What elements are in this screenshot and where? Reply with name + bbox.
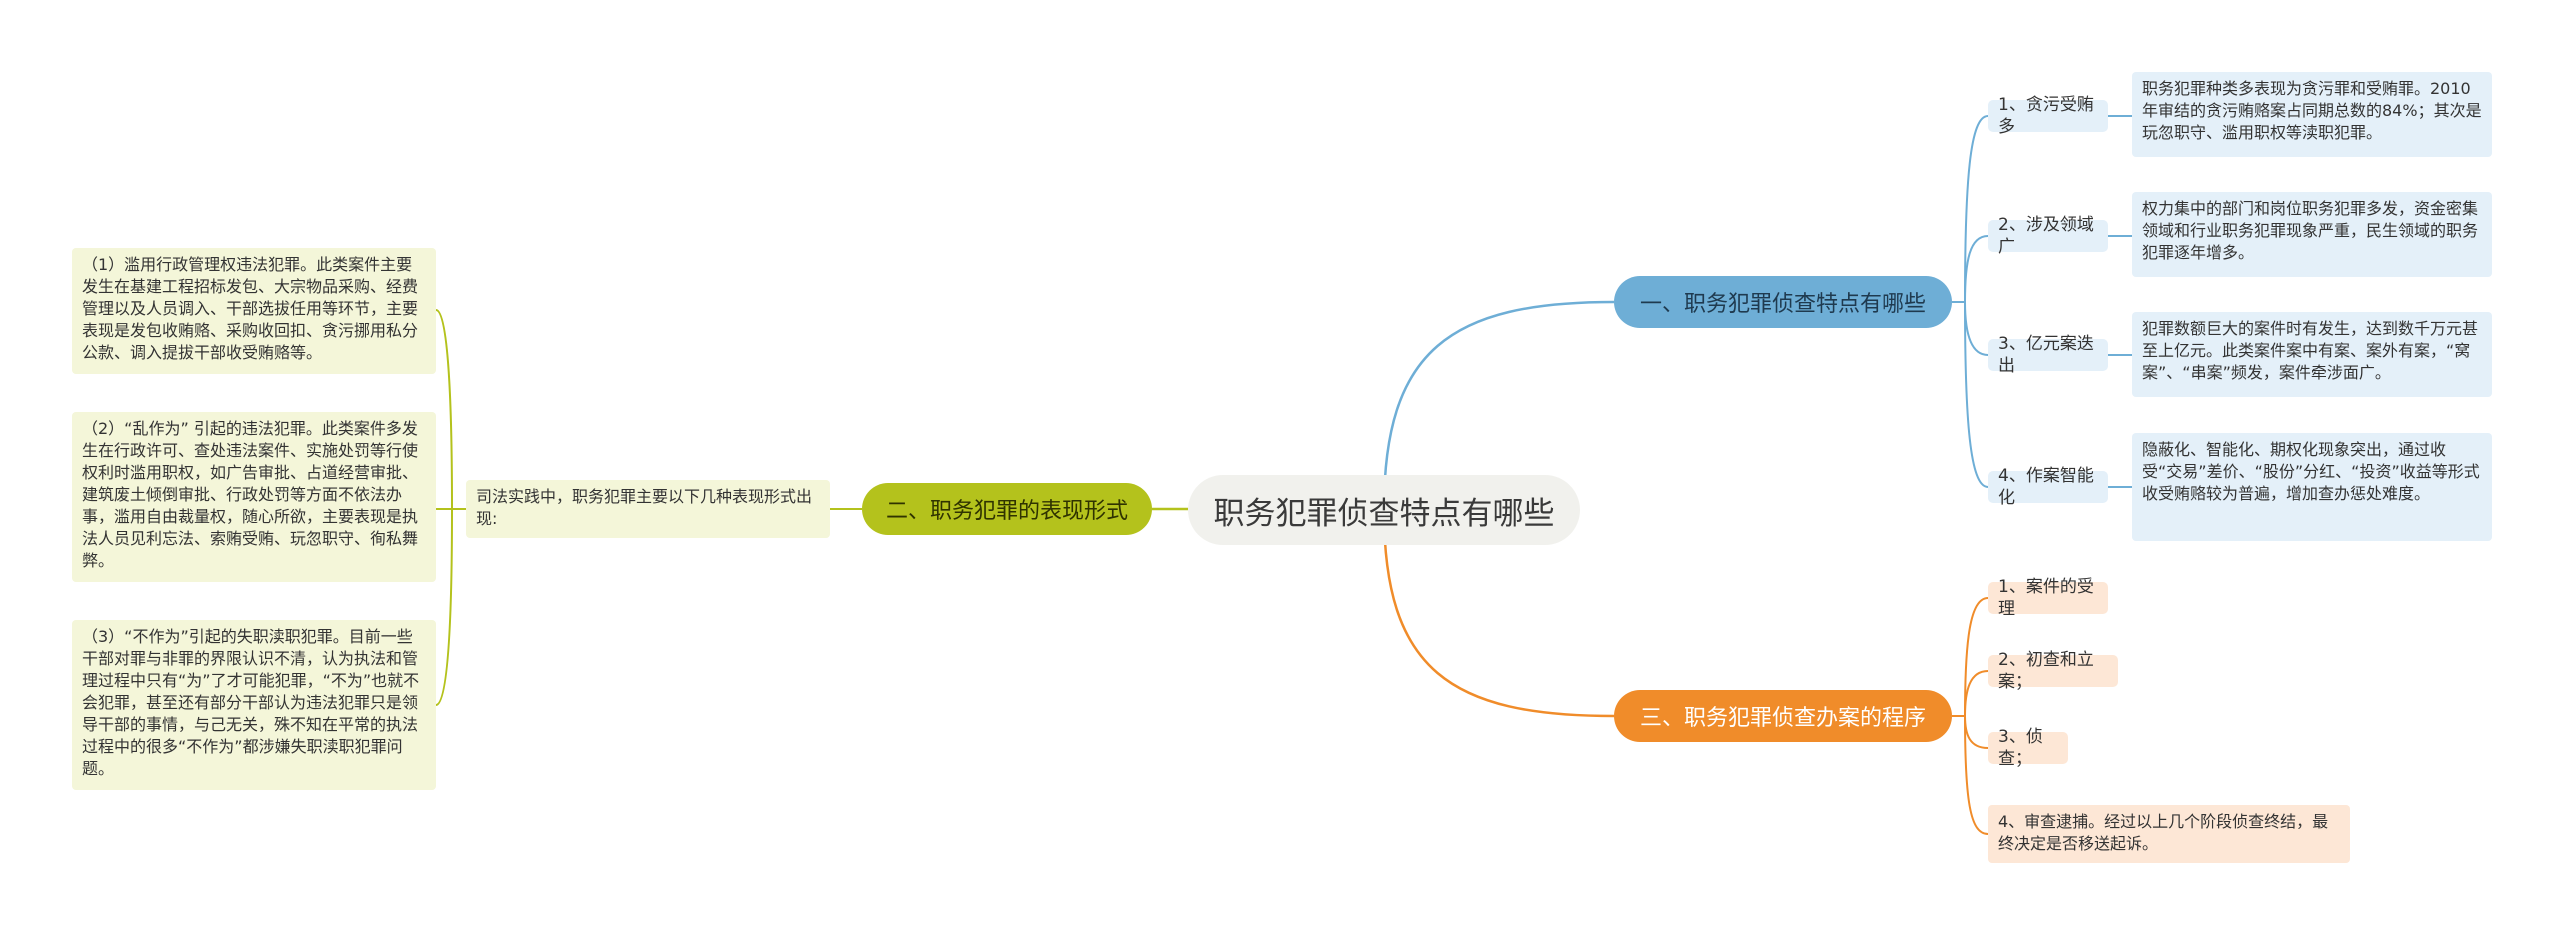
- procedure-step-2[interactable]: 2、初查和立案；: [1988, 650, 2118, 692]
- branch-manifestations[interactable]: 二、职务犯罪的表现形式: [862, 483, 1152, 535]
- procedure-step-1[interactable]: 1、案件的受理: [1988, 577, 2108, 619]
- branch-characteristics[interactable]: 一、职务犯罪侦查特点有哪些: [1614, 276, 1952, 328]
- manifestation-intro[interactable]: 司法实践中，职务犯罪主要以下几种表现形式出现:: [466, 480, 830, 538]
- procedure-step-3[interactable]: 3、侦查；: [1988, 727, 2068, 769]
- characteristic-1[interactable]: 1、贪污受贿多: [1988, 95, 2108, 137]
- procedure-step-4[interactable]: 4、审查逮捕。经过以上几个阶段侦查终结，最终决定是否移送起诉。: [1988, 805, 2350, 863]
- characteristic-3-detail: 犯罪数额巨大的案件时有发生，达到数千万元甚至上亿元。此类案件案中有案、案外有案，…: [2132, 312, 2492, 397]
- manifestation-2: （2）“乱作为” 引起的违法犯罪。此类案件多发生在行政许可、查处违法案件、实施处…: [72, 412, 436, 582]
- characteristic-4[interactable]: 4、作案智能化: [1988, 466, 2108, 508]
- characteristic-4-detail: 隐蔽化、智能化、期权化现象突出，通过收受“交易”差价、“股份”分红、“投资”收益…: [2132, 433, 2492, 541]
- manifestation-1: （1）滥用行政管理权违法犯罪。此类案件主要发生在基建工程招标发包、大宗物品采购、…: [72, 248, 436, 374]
- root-topic[interactable]: 职务犯罪侦查特点有哪些: [1188, 475, 1580, 545]
- characteristic-3[interactable]: 3、亿元案迭出: [1988, 334, 2108, 376]
- manifestation-3: （3）“不作为”引起的失职渎职犯罪。目前一些干部对罪与非罪的界限认识不清，认为执…: [72, 620, 436, 790]
- characteristic-2[interactable]: 2、涉及领域广: [1988, 215, 2108, 257]
- characteristic-2-detail: 权力集中的部门和岗位职务犯罪多发，资金密集领域和行业职务犯罪现象严重，民生领域的…: [2132, 192, 2492, 277]
- branch-procedure[interactable]: 三、职务犯罪侦查办案的程序: [1614, 690, 1952, 742]
- characteristic-1-detail: 职务犯罪种类多表现为贪污罪和受贿罪。2010年审结的贪污贿赂案占同期总数的84%…: [2132, 72, 2492, 157]
